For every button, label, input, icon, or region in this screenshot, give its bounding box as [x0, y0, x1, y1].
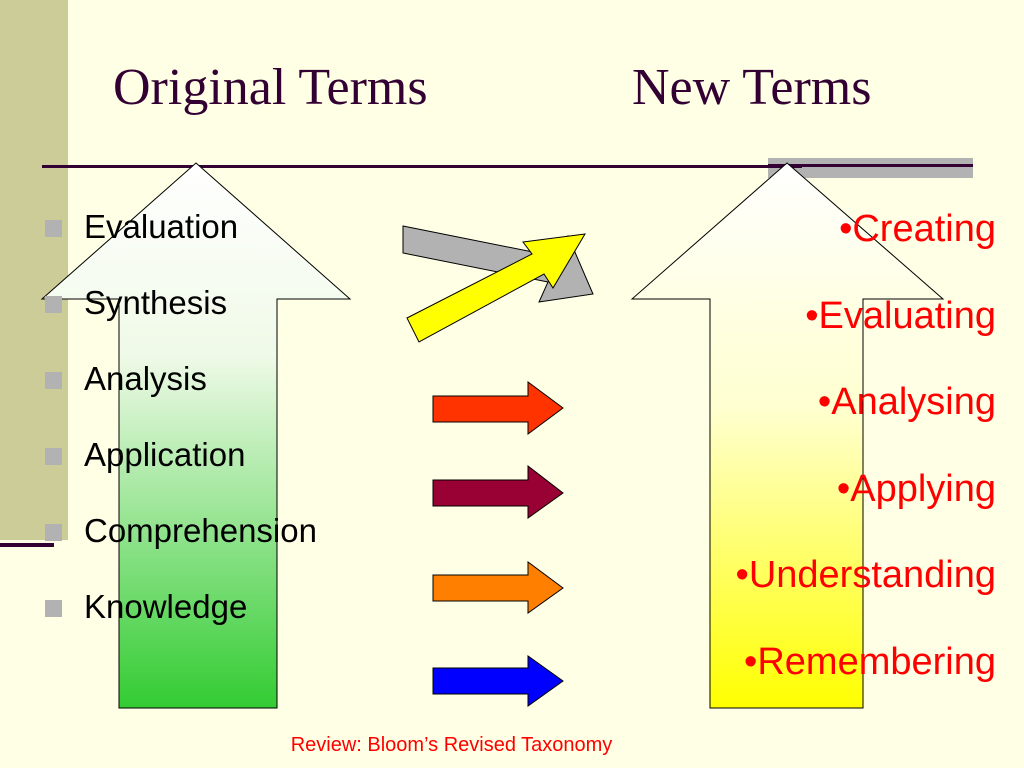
square-bullet-icon: [45, 220, 62, 237]
title-new-terms: New Terms: [632, 59, 872, 116]
original-term-label: Evaluation: [84, 208, 239, 245]
original-term-label: Comprehension: [84, 512, 317, 549]
original-term-label: Synthesis: [84, 284, 228, 321]
new-term-item: •Analysing: [817, 381, 996, 423]
original-term-label: Analysis: [84, 360, 207, 397]
blue-mapping-arrow: [432, 655, 564, 707]
new-terms-list: •Creating •Evaluating •Analysing •Applyi…: [736, 210, 996, 729]
square-bullet-icon: [45, 448, 62, 465]
left-decor-rule: [0, 543, 54, 547]
new-term-item: •Remembering: [744, 640, 996, 683]
new-term-item: •Creating: [839, 208, 996, 250]
red-mapping-arrow: [432, 381, 564, 435]
orange-mapping-arrow: [432, 561, 564, 614]
yellow-crossing-arrow: [406, 233, 586, 343]
original-term-label: Knowledge: [84, 588, 248, 625]
title-rule-accent: [768, 158, 973, 178]
square-bullet-icon: [45, 524, 62, 541]
new-term-item: •Applying: [836, 467, 996, 510]
maroon-mapping-arrow: [432, 464, 564, 519]
square-bullet-icon: [45, 600, 62, 617]
title-original-terms: Original Terms: [113, 59, 428, 116]
new-term-item: •Evaluating: [805, 294, 996, 337]
new-terms-up-arrow: [630, 162, 945, 709]
square-bullet-icon: [45, 372, 62, 389]
title-rule: [42, 165, 802, 168]
slide-caption: Review: Bloom’s Revised Taxonomy: [290, 734, 613, 756]
square-bullet-icon: [45, 296, 62, 313]
title-rule-accent-line: [768, 164, 973, 167]
original-term-label: Application: [84, 436, 246, 473]
new-term-item: •Understanding: [735, 554, 996, 596]
